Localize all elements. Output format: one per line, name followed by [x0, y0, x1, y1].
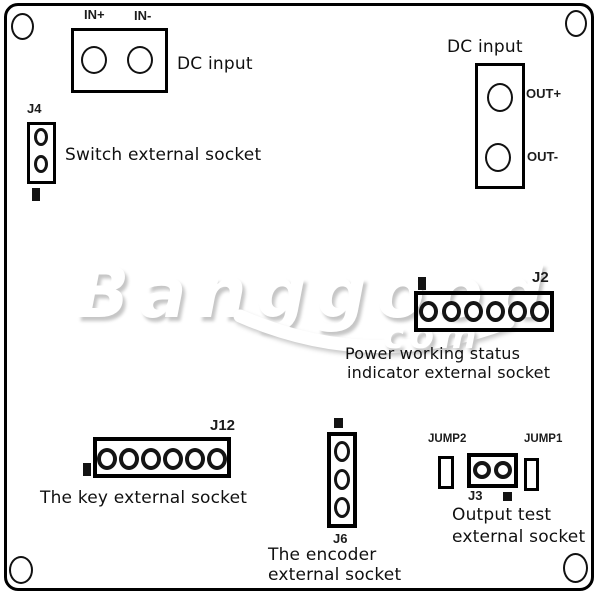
j12-pin1-marker [83, 463, 91, 476]
j2-pin-hole [530, 301, 549, 322]
j12-pin-hole [97, 448, 117, 470]
jump2-label: JUMP2 [428, 433, 467, 445]
jump2-pad [438, 456, 454, 489]
j2-caption-line2: indicator external socket [347, 363, 551, 382]
j2-pin-hole [442, 301, 461, 322]
j3-pin-hole [494, 461, 512, 479]
dc-in-pin-label-negative: IN- [134, 8, 152, 23]
j6-pin-hole [334, 441, 350, 462]
dc-out-caption: DC input [447, 37, 523, 57]
j4-pin-hole [34, 128, 48, 146]
j6-caption-line1: The encoder [268, 545, 377, 565]
mounting-hole-top-left [11, 13, 34, 40]
j12-pin-hole [119, 448, 139, 470]
j2-ref-label: J2 [532, 269, 549, 286]
j3-ref-label: J3 [468, 488, 483, 503]
j6-pin-hole [334, 497, 350, 518]
j6-pin1-marker [334, 418, 343, 428]
j12-caption: The key external socket [40, 488, 248, 508]
dc-in-pin-hole [81, 46, 107, 74]
j2-connector-body [414, 291, 554, 332]
dc-in-caption: DC input [177, 54, 253, 74]
j4-ref-label: J4 [27, 101, 42, 116]
j12-pin-hole [207, 448, 227, 470]
mounting-hole-bottom-left [9, 556, 33, 584]
j12-ref-label: J12 [210, 417, 236, 434]
dc-out-connector-body [475, 63, 525, 189]
j3-pin-hole [473, 461, 491, 479]
j4-caption: Switch external socket [65, 145, 262, 165]
dc-in-connector-body [71, 28, 168, 93]
j4-pin-hole [34, 155, 48, 173]
jump1-pad [524, 458, 539, 491]
dc-out-pin-label-positive: OUT+ [526, 86, 562, 101]
board-outline [4, 3, 594, 591]
j4-pin1-marker [32, 188, 40, 201]
j6-ref-label: J6 [333, 531, 348, 546]
j12-pin-hole [185, 448, 205, 470]
j2-pin-hole [486, 301, 505, 322]
j4-connector-body [27, 122, 56, 184]
dc-out-pin-hole [487, 83, 513, 112]
j2-caption-line1: Power working status [345, 344, 521, 363]
j3-caption-line1: Output test [452, 505, 552, 525]
j2-pin-hole [419, 301, 438, 322]
j12-pin-hole [163, 448, 183, 470]
j6-caption-line2: external socket [268, 565, 402, 585]
j2-pin-hole [508, 301, 527, 322]
j12-connector-body [93, 437, 231, 478]
dc-in-pin-hole [127, 46, 153, 74]
mounting-hole-bottom-right [563, 553, 588, 583]
mounting-hole-top-right [565, 10, 587, 37]
dc-in-pin-label-positive: IN+ [84, 7, 105, 22]
j12-pin-hole [141, 448, 161, 470]
j3-caption-line2: external socket [452, 527, 586, 547]
j6-pin-hole [334, 469, 350, 490]
j2-pin-hole [464, 301, 483, 322]
jump1-label: JUMP1 [524, 433, 563, 445]
dc-out-pin-hole [485, 143, 511, 172]
dc-out-pin-label-negative: OUT- [527, 149, 559, 164]
j3-connector-body [467, 453, 518, 488]
j3-pin1-marker [503, 492, 512, 501]
j6-connector-body [327, 432, 357, 528]
watermark-domain-text: com [383, 316, 482, 357]
j2-pin1-marker [418, 277, 426, 290]
